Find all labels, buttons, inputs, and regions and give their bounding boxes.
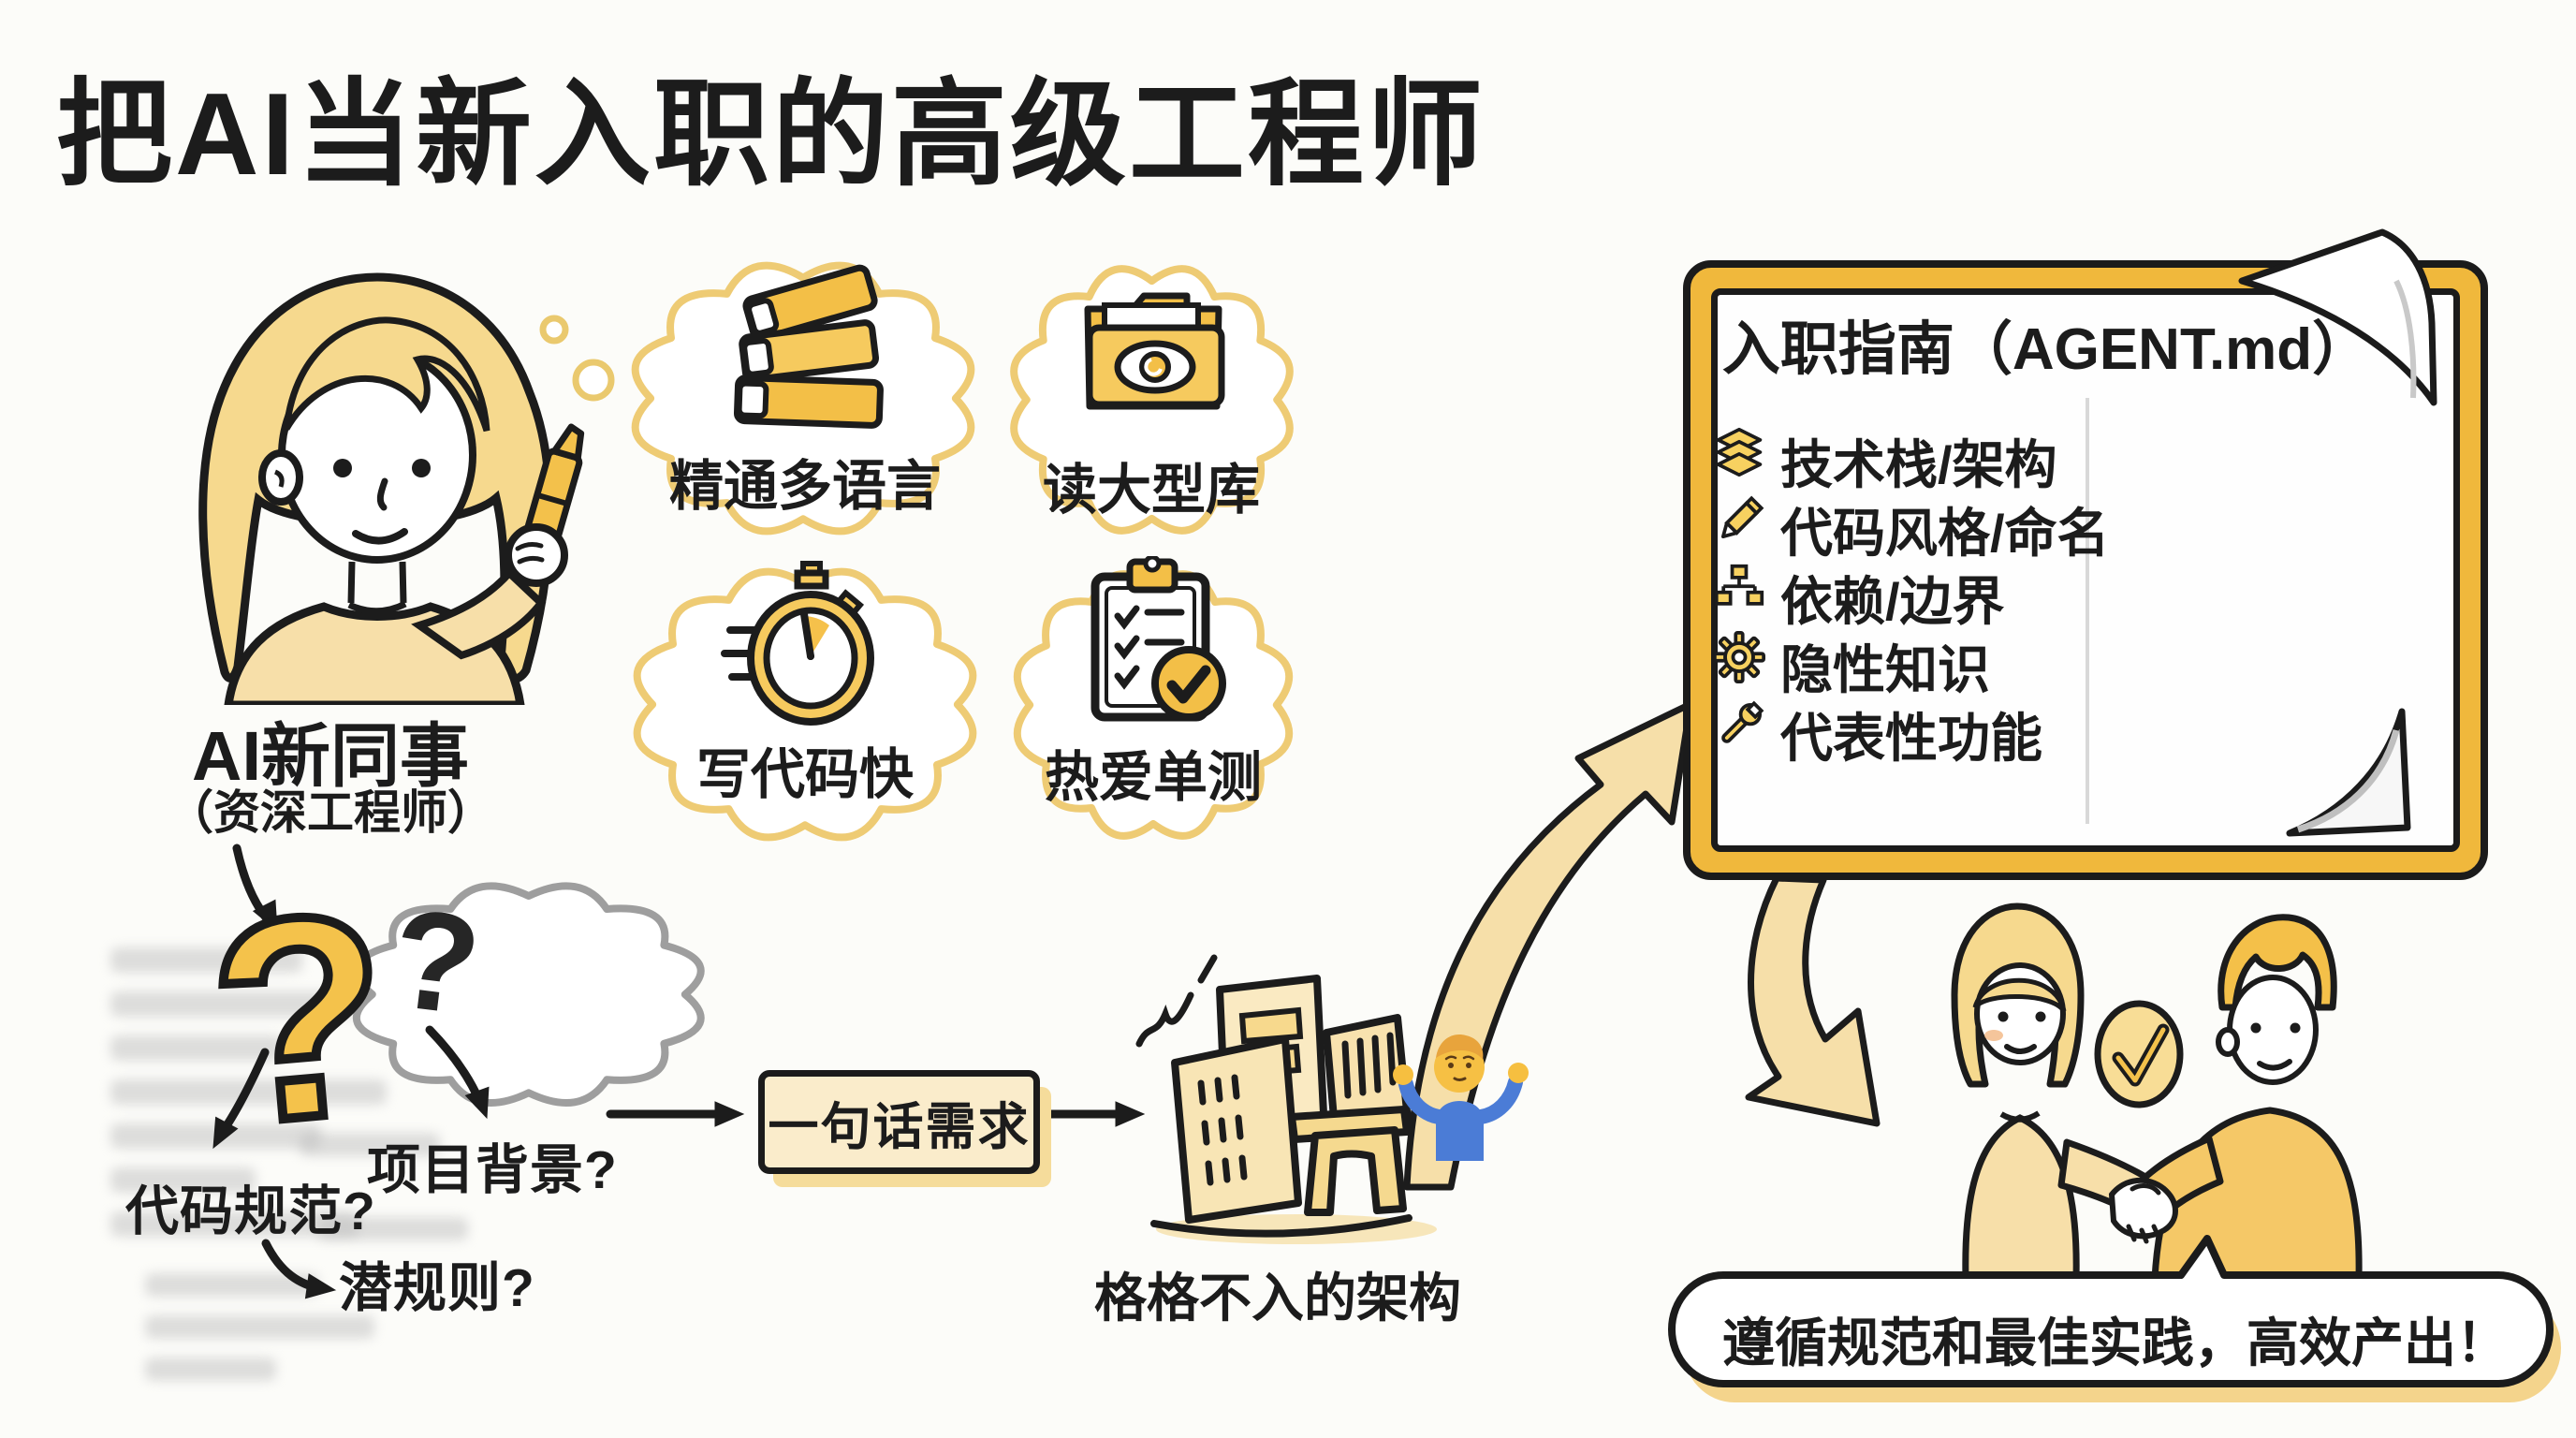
wrench-icon	[1721, 700, 1764, 743]
woman-fist	[505, 523, 568, 587]
orgchart-icon	[1714, 564, 1764, 606]
guide-title: 入职指南（AGENT.md）	[1721, 317, 2371, 382]
skill-label-1: 精通多语言	[668, 456, 941, 517]
gear-icon	[1713, 631, 1765, 683]
guide-item-1: 技术栈/架构	[1780, 435, 2057, 494]
swoosh-arrow-to-handshake	[1745, 874, 1881, 1127]
checklist-icon	[1090, 556, 1226, 722]
small-question-mark: ?	[384, 878, 489, 1045]
question-label-2: 项目背景?	[367, 1140, 618, 1200]
skill-label-2: 读大型库	[1042, 460, 1260, 521]
page-title: 把AI当新入职的高级工程师	[56, 70, 1486, 199]
marker-pen	[524, 423, 585, 544]
shrug-person-emoji	[1393, 1034, 1529, 1161]
ai-colleague-illustration	[198, 272, 585, 705]
page-curl-bottom	[2286, 708, 2411, 837]
speech-bubble	[1668, 1235, 2561, 1402]
page-curl-top	[2238, 228, 2437, 406]
folder-eye-icon	[1084, 292, 1225, 410]
woman-fringe	[283, 316, 490, 433]
guide-item-4: 隐性知识	[1780, 640, 1990, 699]
actor-role: （资深工程师）	[167, 786, 494, 839]
requirement-label: 一句话需求	[768, 1099, 1031, 1155]
layers-icon	[1716, 427, 1763, 477]
stopwatch-icon	[721, 561, 874, 726]
skill-label-3: 写代码快	[695, 744, 914, 805]
crash-marks	[1135, 954, 1218, 1048]
page-fold-line	[2086, 398, 2089, 824]
question-label-1: 代码规范?	[125, 1181, 376, 1241]
skill-label-4: 热爱单测	[1044, 747, 1262, 808]
mismatch-caption: 格格不入的架构	[1094, 1269, 1461, 1328]
guide-item-3: 依赖/边界	[1780, 572, 2005, 631]
arch-legs	[1304, 1126, 1407, 1216]
big-question-mark: ?	[195, 847, 405, 1190]
outcome-speech: 遵循规范和最佳实践，高效产出！	[1722, 1313, 2509, 1372]
woman-arm	[411, 567, 547, 660]
guide-item-5: 代表性功能	[1780, 709, 2042, 768]
handshake-man-hair	[2217, 914, 2337, 1011]
question-label-3: 潜规则?	[339, 1258, 535, 1318]
pencil-icon	[1720, 495, 1764, 539]
mismatched-architecture-illustration	[1135, 954, 1437, 1244]
guide-item-2: 代码风格/命名	[1780, 504, 2110, 563]
arrow-to-requirement-box	[606, 1101, 745, 1127]
ground-line	[1150, 1214, 1412, 1238]
clasped-hands	[2108, 1177, 2178, 1240]
check-badge	[2094, 1000, 2184, 1108]
handshake-illustration	[1951, 902, 2363, 1281]
requirement-box: 一句话需求	[758, 1070, 1040, 1174]
books-icon	[733, 264, 884, 429]
actor-name: AI新同事	[192, 717, 469, 795]
